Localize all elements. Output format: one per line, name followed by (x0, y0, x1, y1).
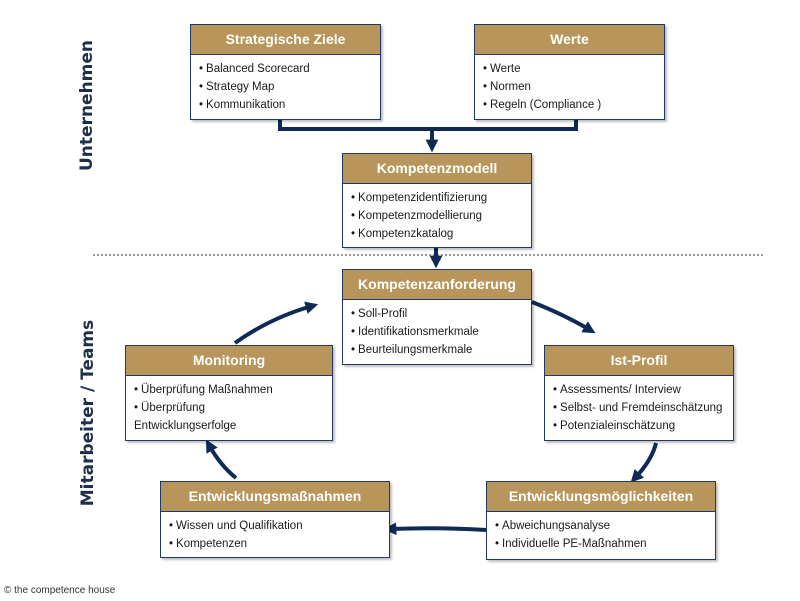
list-item: •Überprüfung Entwicklungserfolge (134, 402, 237, 432)
box-kompetenzanforderung: Kompetenzanforderung •Soll-Profil •Ident… (342, 269, 532, 365)
box-title: Werte (475, 25, 664, 55)
copyright-notice: © the competence house (4, 585, 116, 596)
list-item: •Identifikationsmerkmale (351, 326, 479, 338)
cycle-arc-to-entwicklungsmoeglichkeiten (630, 442, 658, 483)
box-title: Entwicklungsmaßnahmen (161, 482, 389, 512)
list-item: •Selbst- und Fremdeinschätzung (553, 402, 723, 414)
box-entwicklungsmassnahmen: Entwicklungsmaßnahmen •Wissen und Qualif… (160, 481, 390, 558)
list-item: •Balanced Scorecard (199, 63, 310, 75)
box-ist-profil: Ist-Profil •Assessments/ Interview •Selb… (544, 345, 734, 441)
box-entwicklungsmoeglichkeiten: Entwicklungsmöglichkeiten •Abweichungsan… (486, 481, 716, 560)
list-item: •Strategy Map (199, 81, 275, 93)
box-title: Entwicklungsmöglichkeiten (487, 482, 715, 512)
box-werte: Werte •Werte •Normen •Regeln (Compliance… (474, 24, 665, 120)
cycle-arc-to-ist-profil (531, 300, 596, 334)
section-divider (93, 254, 763, 256)
list-item: •Potenzialeinschätzung (553, 420, 676, 432)
box-title: Kompetenzmodell (343, 154, 531, 184)
cycle-arc-to-entwicklungsmassnahmen (383, 522, 487, 536)
list-item: •Abweichungsanalyse (495, 520, 611, 532)
list-item: •Überprüfung Maßnahmen (134, 384, 273, 396)
box-strategische-ziele: Strategische Ziele •Balanced Scorecard •… (190, 24, 381, 120)
list-item: •Kompetenzmodellierung (351, 210, 483, 222)
box-title: Monitoring (126, 346, 332, 376)
list-item: •Beurteilungsmerkmale (351, 344, 473, 356)
box-title: Strategische Ziele (191, 25, 380, 55)
box-kompetenzmodell: Kompetenzmodell •Kompetenzidentifizierun… (342, 153, 532, 248)
list-item: •Werte (483, 63, 521, 75)
list-item: •Kompetenzkatalog (351, 228, 454, 240)
list-item: •Kompetenzidentifizierung (351, 192, 488, 204)
list-item: •Individuelle PE-Maßnahmen (495, 538, 647, 550)
box-monitoring: Monitoring •Überprüfung Maßnahmen •Überp… (125, 345, 333, 441)
list-item: •Wissen und Qualifikation (169, 520, 303, 532)
list-item: •Kommunikation (199, 99, 286, 111)
list-item: •Assessments/ Interview (553, 384, 681, 396)
cycle-arc-to-monitoring (205, 439, 238, 480)
list-item: •Kompetenzen (169, 538, 247, 550)
cycle-arc-to-kompetenzanforderung (233, 301, 319, 345)
box-title: Kompetenzanforderung (343, 270, 531, 300)
list-item: •Soll-Profil (351, 308, 408, 320)
list-item: •Regeln (Compliance ) (483, 99, 602, 111)
box-title: Ist-Profil (545, 346, 733, 376)
list-item: •Normen (483, 81, 531, 93)
